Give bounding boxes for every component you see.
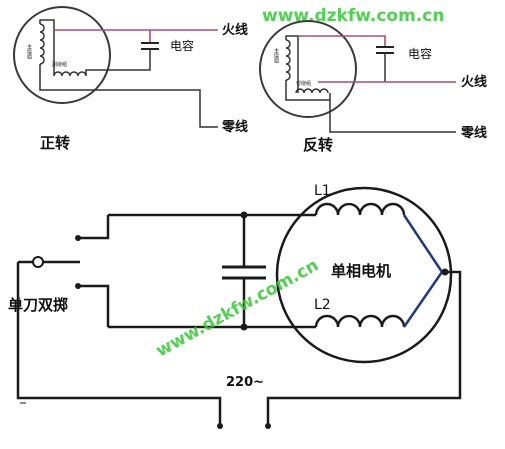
forward-main-winding-label: 主绕组	[26, 43, 32, 59]
watermark-top: www.dzkfw.com.cn	[262, 6, 444, 26]
reverse-main-winding	[285, 39, 291, 81]
reverse-live-label: 火线	[461, 74, 487, 90]
forward-neutral-label: 零线	[221, 119, 248, 135]
switch-contact-upper	[75, 235, 81, 241]
switch-label: 单刀双掷	[8, 296, 68, 314]
reverse-capacitor-label: 电容	[408, 46, 432, 61]
forward-diagram: 主绕组 副绕组 电容 火线 零线 正转	[13, 6, 248, 152]
reverse-neutral-wire	[329, 100, 456, 133]
coil-l1	[314, 202, 406, 216]
coil-l2-label: L2	[314, 297, 331, 313]
main-diagram: 单相电机 L1 L2 单刀双掷	[8, 183, 462, 429]
reverse-motor-circle	[259, 20, 357, 118]
motor-label: 单相电机	[331, 262, 391, 280]
watermark-diagonal: www.dzkfw.com.cn	[153, 255, 322, 361]
forward-aux-winding	[53, 71, 87, 77]
reverse-main-winding-label: 主绕组	[273, 47, 279, 63]
switch-contact-lower	[75, 283, 81, 289]
coil-l1-label: L1	[314, 183, 331, 199]
forward-caption: 正转	[40, 134, 70, 152]
reverse-neutral-label: 零线	[460, 125, 487, 141]
forward-main-winding	[39, 23, 45, 65]
coil-l2	[314, 314, 406, 328]
reverse-aux-winding-label: 付绕组	[296, 80, 311, 87]
motor-circle	[275, 186, 453, 364]
reverse-caption: 反转	[303, 136, 333, 154]
forward-capacitor-label: 电容	[170, 38, 194, 53]
supply-label: 220~	[226, 375, 264, 390]
forward-live-label: 火线	[222, 22, 248, 38]
reverse-aux-winding	[295, 88, 329, 94]
forward-motor-circle	[13, 6, 111, 104]
switch-pivot	[32, 256, 44, 268]
reverse-diagram: 主绕组 付绕组 电容 火线 零线 反转	[259, 20, 487, 154]
forward-aux-winding-label: 副绕组	[52, 61, 67, 68]
